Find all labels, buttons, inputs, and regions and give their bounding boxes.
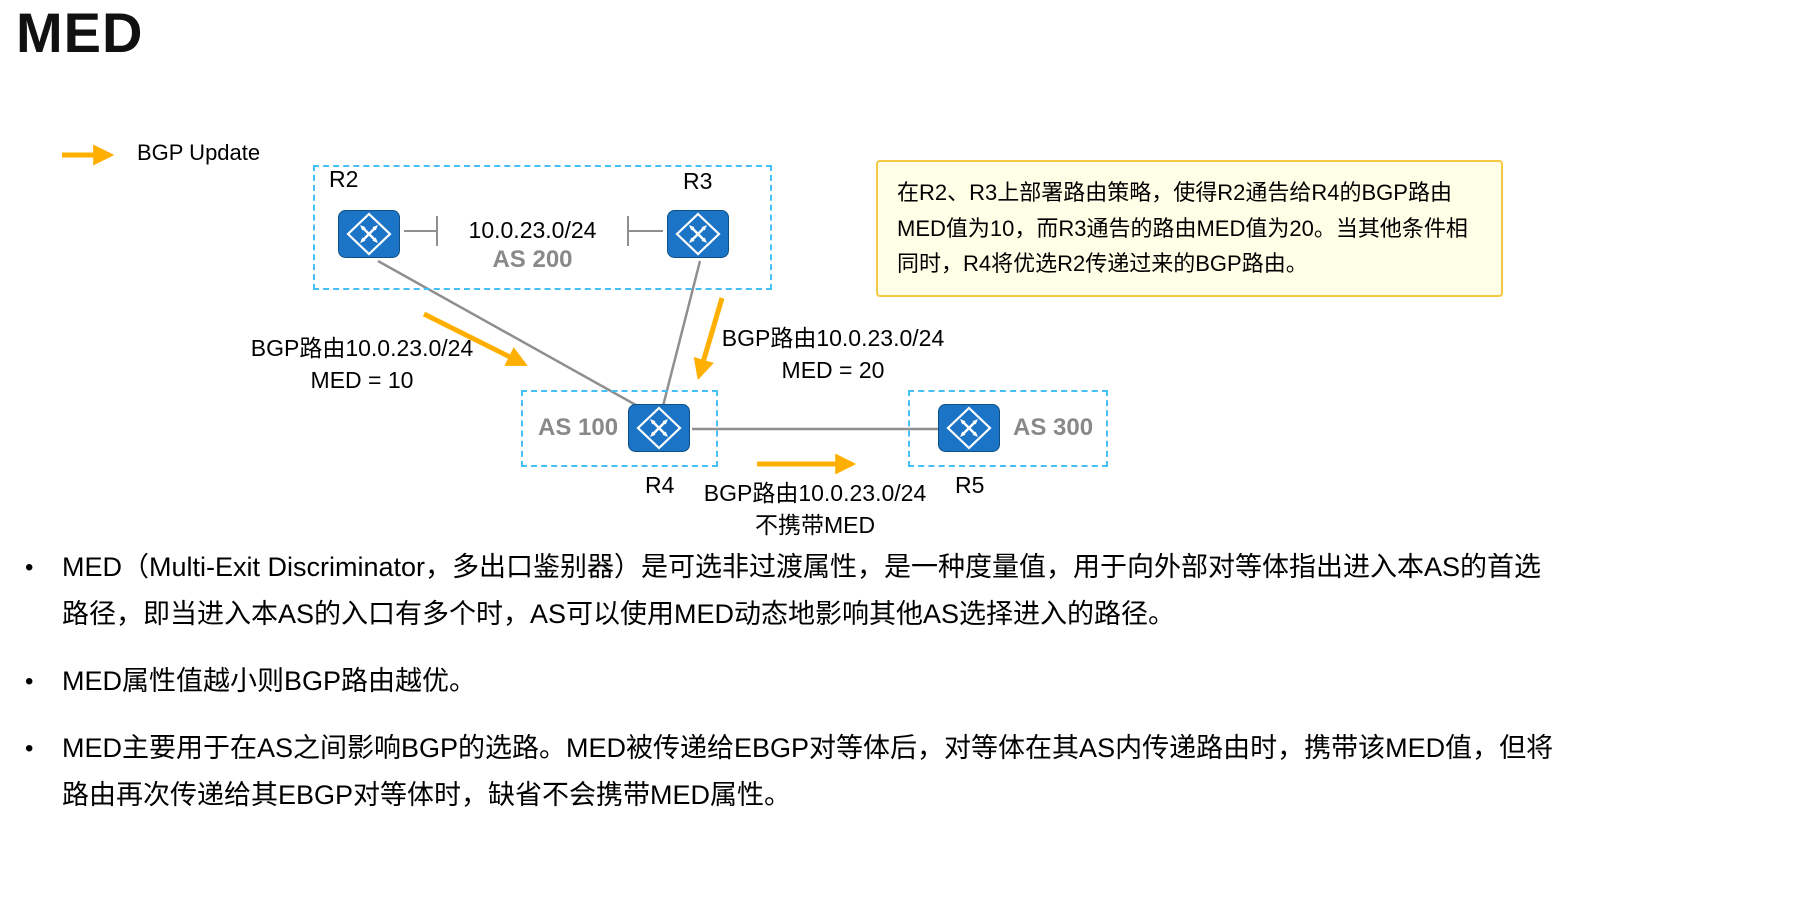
route-label-from-r4: BGP路由10.0.23.0/24 不携带MED [665, 477, 965, 541]
as200-link-label: 10.0.23.0/24 [468, 217, 597, 243]
r4-label: R4 [645, 472, 675, 498]
bullet-text: MED主要用于在AS之间影响BGP的选路。MED被传递给EBGP对等体后，对等体… [62, 733, 1554, 810]
bullet-dot: • [25, 668, 34, 695]
router-icon-r2 [337, 209, 401, 259]
bullet-item: • MED主要用于在AS之间影响BGP的选路。MED被传递给EBGP对等体后，对… [25, 725, 1765, 819]
route-label-from-r3-med: MED = 20 [781, 357, 885, 384]
as200-label: AS 200 [492, 246, 573, 273]
page-title: MED [16, 1, 144, 64]
as300-box [908, 390, 1108, 467]
r2-label: R2 [329, 166, 359, 192]
router-icon-r4 [627, 403, 691, 453]
as200-box [313, 165, 772, 290]
note-box: 在R2、R3上部署路由策略，使得R2通告给R4的BGP路由MED值为10，而R3… [876, 160, 1503, 297]
route-label-from-r2: BGP路由10.0.23.0/24 MED = 10 [212, 332, 512, 396]
as100-box [521, 390, 718, 467]
bullet-list: • MED（Multi-Exit Discriminator，多出口鉴别器）是可… [25, 544, 1765, 839]
route-label-from-r2-prefix: BGP路由10.0.23.0/24 [250, 335, 474, 361]
bullet-dot: • [25, 554, 34, 581]
as100-label: AS 100 [538, 414, 619, 441]
r5-label: R5 [955, 472, 985, 498]
as300-label: AS 300 [1013, 414, 1094, 441]
route-label-from-r4-med: 不携带MED [754, 512, 876, 539]
r3-label: R3 [683, 168, 713, 194]
route-label-from-r2-med: MED = 10 [310, 367, 414, 394]
router-icon-r3 [666, 209, 730, 259]
route-label-from-r3: BGP路由10.0.23.0/24 MED = 20 [683, 322, 983, 386]
router-icon-r5 [937, 403, 1001, 453]
legend-label: BGP Update [137, 140, 261, 165]
route-label-from-r4-prefix: BGP路由10.0.23.0/24 [703, 480, 927, 506]
bullet-text: MED属性值越小则BGP路由越优。 [62, 666, 477, 696]
route-label-from-r3-prefix: BGP路由10.0.23.0/24 [721, 325, 945, 351]
bullet-dot: • [25, 735, 34, 762]
bullet-text: MED（Multi-Exit Discriminator，多出口鉴别器）是可选非… [62, 552, 1542, 629]
bullet-item: • MED（Multi-Exit Discriminator，多出口鉴别器）是可… [25, 544, 1765, 638]
bullet-item: • MED属性值越小则BGP路由越优。 [25, 658, 1765, 705]
